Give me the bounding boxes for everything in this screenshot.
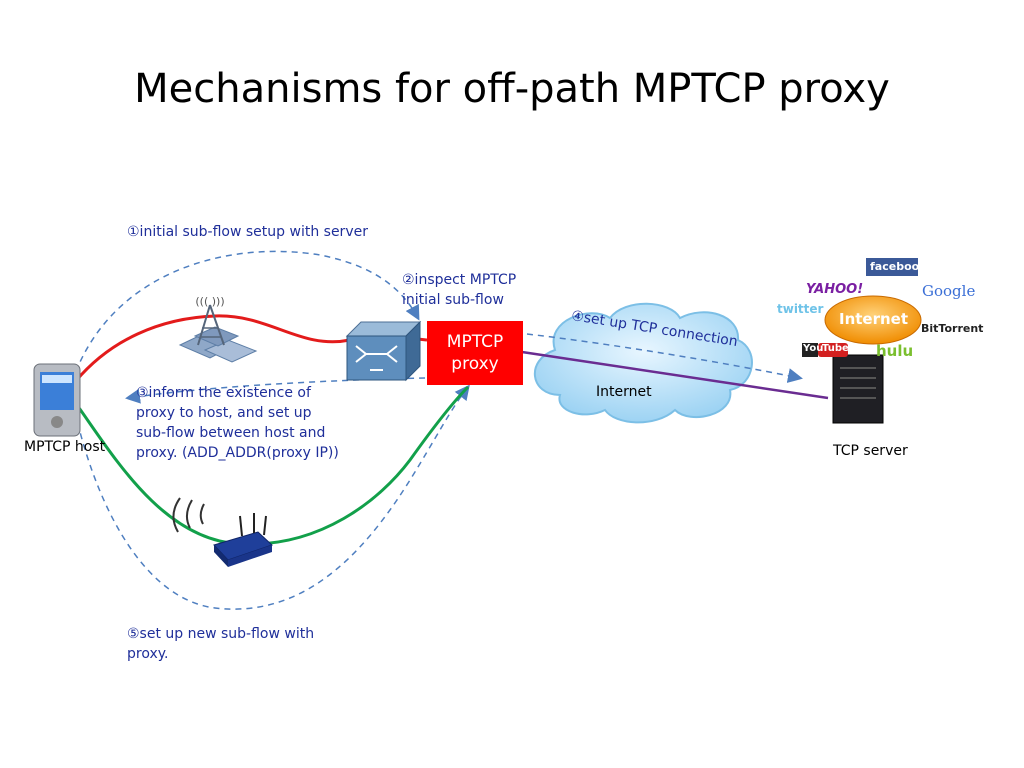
youtube-tube-text: Tube	[822, 343, 849, 354]
step5-line2: proxy.	[127, 646, 169, 662]
step2-line1: ②inspect MPTCP	[402, 272, 517, 288]
server-icon	[832, 354, 884, 424]
twitter-logo-text: twitter	[777, 302, 824, 316]
step3-line1: ③inform the existence of	[136, 385, 311, 401]
yahoo-logo-text: YAHOO!	[806, 282, 864, 297]
step1-label: ①initial sub-flow setup with server	[127, 224, 368, 240]
flow-arrow-1	[71, 250, 420, 383]
step2-line2: initial sub-flow	[402, 292, 504, 308]
proxy-label-line2: proxy	[451, 354, 499, 374]
slide-title: Mechanisms for off-path MPTCP proxy	[134, 66, 890, 112]
internet-logo-text: Internet	[839, 310, 909, 328]
hulu-logo-text: hulu	[876, 342, 914, 360]
internet-services-logo-cluster	[802, 258, 922, 357]
step5-label: ⑤set up new sub-flow with proxy.	[127, 624, 314, 664]
step3-label: ③inform the existence of proxy to host, …	[136, 383, 339, 463]
youtube-you-text: You	[803, 343, 824, 354]
wifi-router-icon	[172, 497, 273, 567]
purple-tcp-path	[521, 350, 829, 400]
step3-line4: proxy. (ADD_ADDR(proxy IP))	[136, 445, 339, 461]
router-switch-icon	[345, 320, 422, 382]
step3-line3: sub-flow between host and	[136, 425, 326, 441]
pda-device-icon	[33, 363, 81, 437]
green-subflow-path	[70, 385, 470, 546]
google-logo-text: Google	[922, 282, 976, 300]
flow-arrow-4	[526, 333, 803, 384]
cell-tower-icon: ((( )))	[178, 295, 258, 363]
step5-line1: ⑤set up new sub-flow with	[127, 626, 315, 642]
flow-arrow-5	[74, 384, 470, 610]
step3-line2: proxy to host, and set up	[136, 405, 312, 421]
internet-label: Internet	[596, 384, 652, 400]
internet-cloud-icon	[534, 302, 753, 424]
svg-text:((( ))): ((( )))	[195, 295, 224, 308]
bittorrent-logo-text: BitTorrent	[921, 322, 984, 335]
mptcp-proxy-box: MPTCP proxy	[427, 321, 523, 385]
tcp-server-label: TCP server	[833, 443, 908, 459]
step2-label: ②inspect MPTCP initial sub-flow	[402, 270, 516, 310]
facebook-logo-text: facebook	[870, 260, 927, 273]
proxy-label-line1: MPTCP	[446, 332, 504, 352]
mptcp-host-label: MPTCP host	[24, 439, 106, 455]
